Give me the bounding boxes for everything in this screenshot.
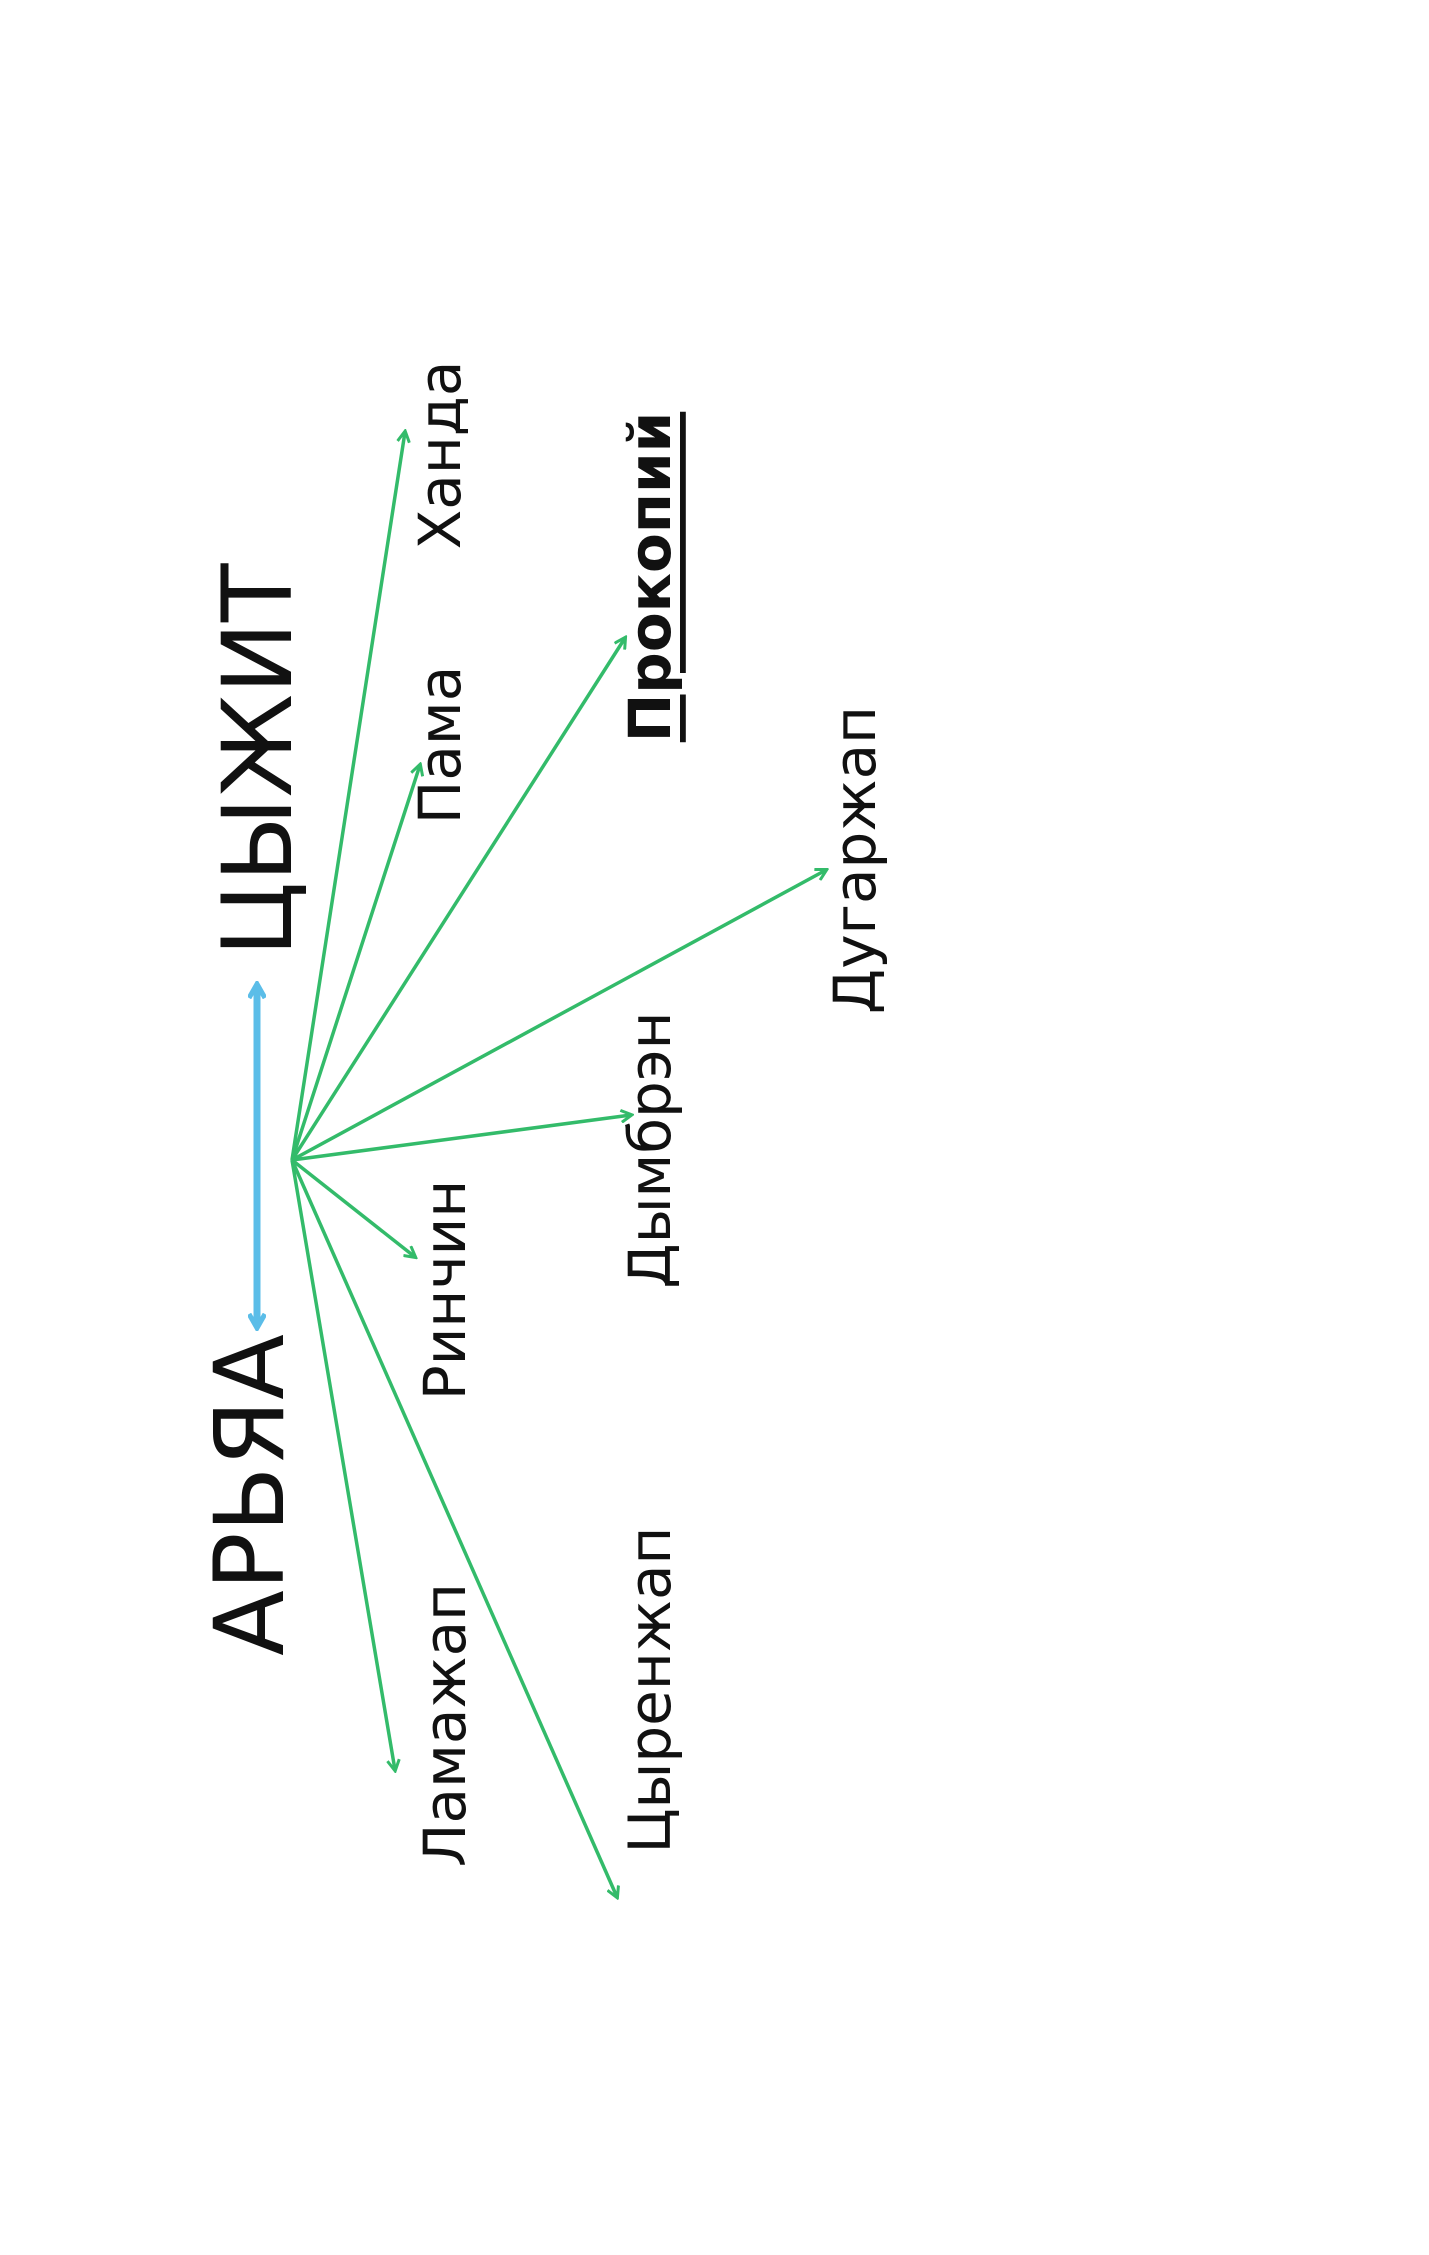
child-name-prokopiy: Прокопий bbox=[616, 412, 684, 742]
child-arrows bbox=[290, 432, 826, 1897]
child-name-tsyrenzhap: Цыренжап bbox=[616, 1527, 684, 1854]
arrow-to-pama bbox=[290, 765, 420, 1161]
child-name-khanda: Ханда bbox=[406, 361, 474, 550]
arrow-to-dymbren bbox=[291, 1115, 631, 1162]
arrow-to-rinchin bbox=[290, 1158, 415, 1257]
arrow-to-lamazhap bbox=[290, 1159, 395, 1770]
parent-right-name: ЦЫЖИТ bbox=[202, 563, 314, 956]
child-name-pama: Пама bbox=[406, 666, 474, 824]
child-name-dymbren: Дымбрэн bbox=[616, 1011, 684, 1288]
child-name-lamazhap: Ламажап bbox=[411, 1583, 479, 1867]
parent-left-name: АРЬЯА bbox=[194, 1334, 306, 1656]
child-name-dugarzhap: Дугаржап bbox=[821, 706, 889, 1014]
arrow-to-dugarzhap bbox=[291, 870, 826, 1162]
arrow-to-khanda bbox=[290, 432, 405, 1161]
arrow-to-prokopiy bbox=[290, 638, 625, 1161]
arrow-to-tsyrenzhap bbox=[290, 1159, 617, 1897]
child-name-rinchin: Ринчин bbox=[411, 1180, 479, 1400]
